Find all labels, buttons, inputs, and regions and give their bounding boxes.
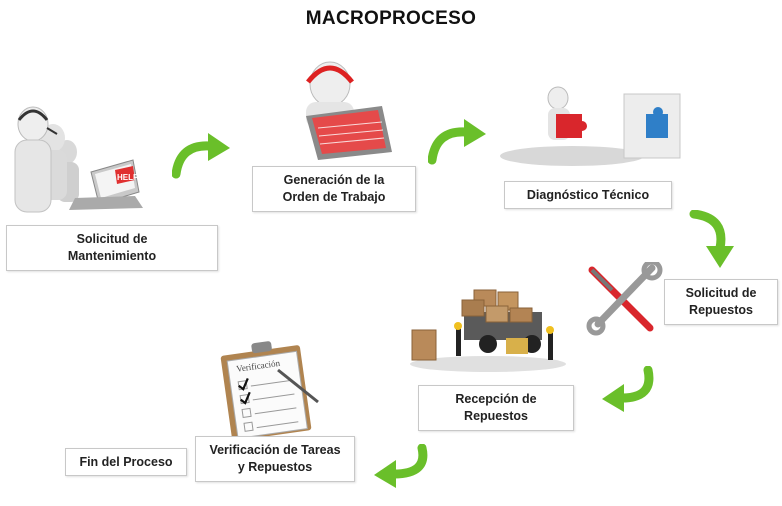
diagram-title: MACROPROCESO	[305, 8, 477, 29]
step-fin-proceso: Fin del Proceso	[65, 448, 187, 476]
arrow-5-icon	[370, 444, 432, 490]
delivery-truck-icon	[408, 278, 568, 374]
wrench-screwdriver-icon	[582, 262, 664, 336]
computer-operator-icon	[288, 56, 398, 166]
puzzle-diagnosis-icon	[500, 86, 690, 168]
help-sign: HELP!	[117, 173, 141, 182]
step-recepcion-repuestos: Recepción de Repuestos	[418, 385, 574, 431]
step-solicitud-repuestos: Solicitud de Repuestos	[664, 279, 778, 325]
step-solicitud-mantenimiento: Solicitud de Mantenimiento	[6, 225, 218, 271]
step-verificacion-tareas: Verificación de Tareas y Repuestos	[195, 436, 355, 482]
arrow-2-icon	[428, 116, 490, 166]
arrow-3-icon	[688, 210, 738, 272]
call-center-icon: HELP!	[5, 100, 155, 220]
checklist-clipboard-icon: Verificación	[218, 340, 326, 440]
step-generacion-orden: Generación de la Orden de Trabajo	[252, 166, 416, 212]
arrow-4-icon	[598, 366, 660, 416]
arrow-1-icon	[172, 130, 234, 180]
step-diagnostico-tecnico: Diagnóstico Técnico	[504, 181, 672, 209]
